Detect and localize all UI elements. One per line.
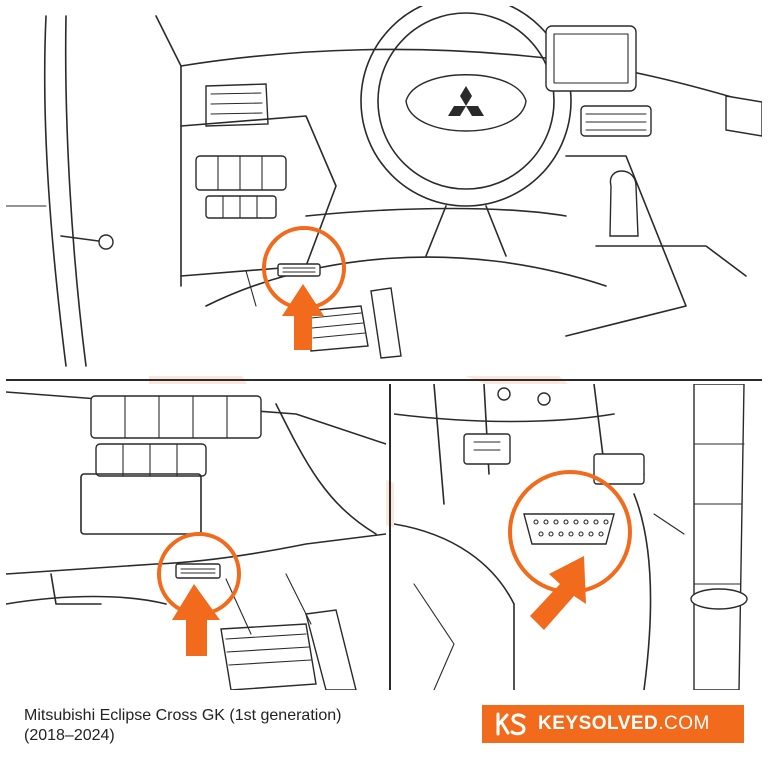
vertical-divider [389, 384, 391, 690]
pointer-arrow-icon [530, 556, 586, 630]
mitsubishi-logo-icon [448, 86, 484, 116]
pointer-arrow-icon [172, 584, 220, 656]
vehicle-caption: Mitsubishi Eclipse Cross GK (1st generat… [24, 706, 464, 746]
obd-port-icon [523, 513, 615, 545]
knee-panel-closeup [6, 384, 386, 690]
dashboard-overview-panel [6, 6, 762, 376]
horizontal-divider [6, 379, 762, 381]
brand-name: KEYSOLVED [538, 713, 659, 734]
obd-port-closeup [394, 384, 762, 690]
caption-years: (2018–2024) [24, 727, 115, 744]
brand-badge: KEYSOLVED.COM [482, 705, 744, 743]
obd-port-icon [175, 563, 221, 579]
brand-tld: .COM [658, 713, 710, 734]
caption-model: Mitsubishi Eclipse Cross GK (1st generat… [24, 707, 342, 724]
obd-port-icon [277, 263, 321, 277]
ks-logo-icon [496, 712, 526, 736]
pointer-arrow-icon [282, 284, 324, 350]
